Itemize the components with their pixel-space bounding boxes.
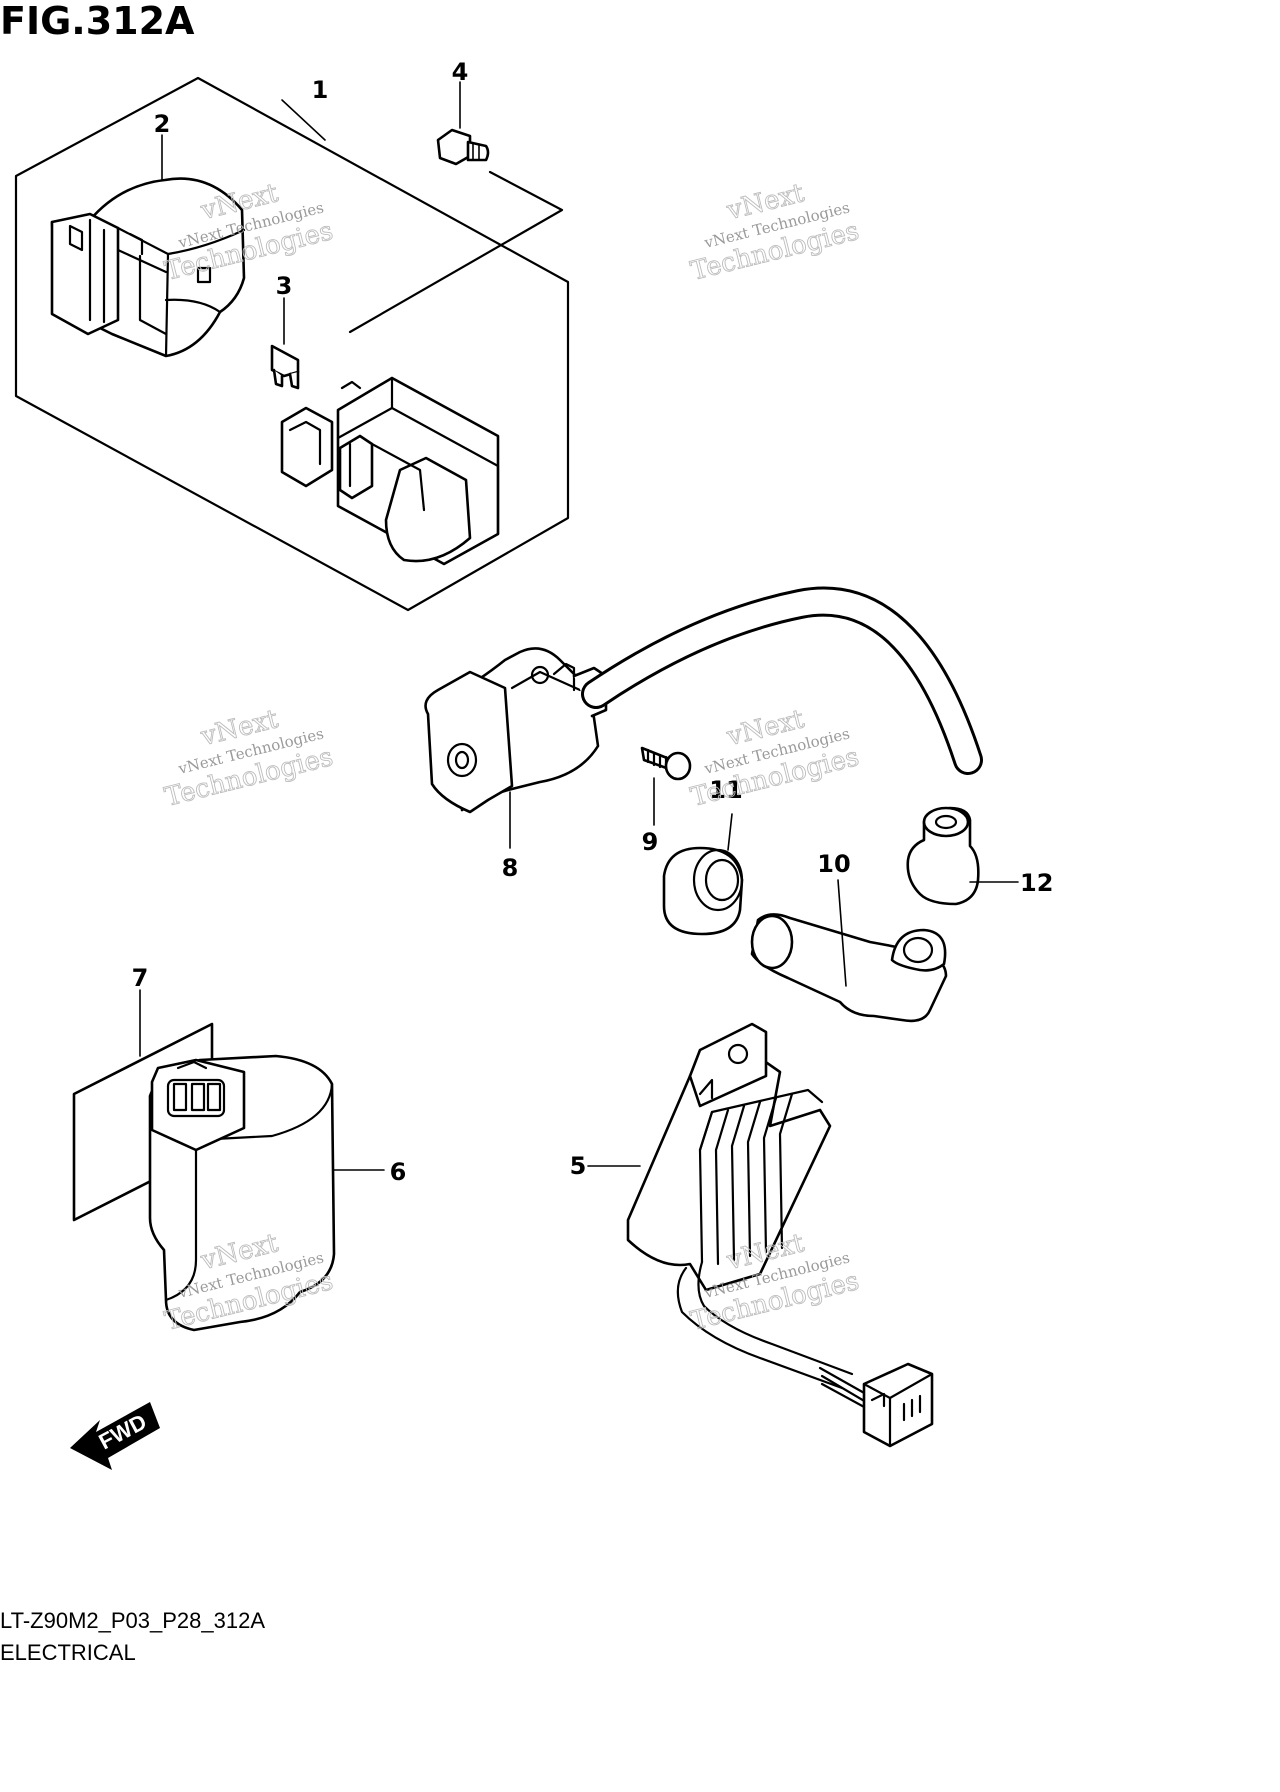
part-2-cover[interactable] <box>50 134 246 358</box>
assembly-1-frame <box>14 76 570 612</box>
section-name: ELECTRICAL <box>0 1640 136 1665</box>
part-5-regulator-rectifier[interactable] <box>587 1022 832 1292</box>
callout-8: 8 <box>502 854 519 882</box>
watermark-top-right: vNext vNext Technologies Technologies <box>687 178 862 288</box>
part-11-rubber-ring[interactable] <box>662 813 744 936</box>
callout-11: 11 <box>709 776 742 804</box>
starter-relay[interactable] <box>280 376 500 566</box>
callout-4: 4 <box>452 58 469 86</box>
callout-9: 9 <box>642 828 659 856</box>
regulator-connector[interactable] <box>862 1362 934 1448</box>
callout-10: 10 <box>817 850 850 878</box>
regulator-harness[interactable] <box>676 1266 844 1390</box>
callout-1: 1 <box>312 76 329 104</box>
figure-title: FIG.312A <box>0 0 195 43</box>
part-6-cdi-unit[interactable] <box>148 1054 385 1332</box>
callout-6: 6 <box>390 1158 407 1186</box>
callout-7: 7 <box>132 964 149 992</box>
part-4-screw[interactable] <box>436 81 490 166</box>
part-8-ignition-coil[interactable] <box>424 647 608 849</box>
watermark-mid-left: vNext vNext Technologies Technologies <box>161 704 336 814</box>
callout-3: 3 <box>276 272 293 300</box>
part-12-cap-boot[interactable] <box>906 806 1019 906</box>
part-9-bolt[interactable] <box>640 746 692 826</box>
callout-5: 5 <box>570 1152 587 1180</box>
forward-direction-arrow: FWD <box>70 1402 160 1470</box>
part-10-plug-cap[interactable] <box>750 879 948 1023</box>
callout-2: 2 <box>154 110 171 138</box>
high-tension-lead-inner <box>584 589 980 772</box>
part-3-fuse[interactable] <box>270 297 300 390</box>
callout-12: 12 <box>1020 869 1053 897</box>
watermark-mid-right: vNext vNext Technologies Technologies <box>687 704 862 814</box>
model-code: LT-Z90M2_P03_P28_312A <box>0 1608 265 1633</box>
part-4-mounting-line <box>348 170 564 334</box>
